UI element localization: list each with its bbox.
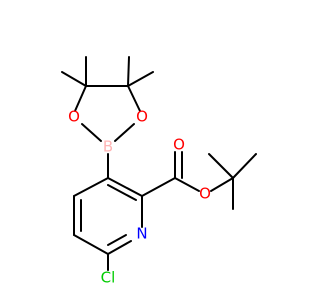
bond-tbutyl-me2 xyxy=(232,153,257,179)
bond-methyl-3 xyxy=(127,56,130,87)
atom-cl: Cl xyxy=(101,269,116,287)
atom-n: N xyxy=(136,225,147,243)
bond-c2-c3 xyxy=(107,177,143,197)
bond-c-o-ester xyxy=(174,177,200,192)
bond-c2-ccarbonyl xyxy=(141,177,176,197)
bond-c2-o2 xyxy=(127,85,141,112)
atom-o-left: O xyxy=(68,108,80,126)
bond-o-tbutyl xyxy=(210,177,234,192)
bond-tbutyl-me1 xyxy=(208,153,234,179)
atom-o-ester: O xyxy=(199,185,211,203)
bond-c2-c3-double xyxy=(107,184,137,201)
bond-o1-b xyxy=(81,123,102,142)
bond-c3-c4 xyxy=(73,177,109,197)
bond-methyl-1 xyxy=(61,71,87,87)
bond-c6-n xyxy=(107,240,132,255)
bond-o2-b xyxy=(114,123,135,142)
atom-o-right: O xyxy=(136,108,148,126)
bond-c5-c6 xyxy=(73,234,109,255)
molecule-diagram: O O B O O N Cl xyxy=(61,56,257,287)
bond-c1-o1 xyxy=(74,85,87,112)
atom-o-carbonyl: O xyxy=(173,136,185,154)
atom-b: B xyxy=(103,138,113,156)
structure-svg: O O B O O N Cl xyxy=(61,56,257,287)
bond-methyl-4 xyxy=(127,71,154,87)
bond-c6-n-double xyxy=(107,234,127,246)
